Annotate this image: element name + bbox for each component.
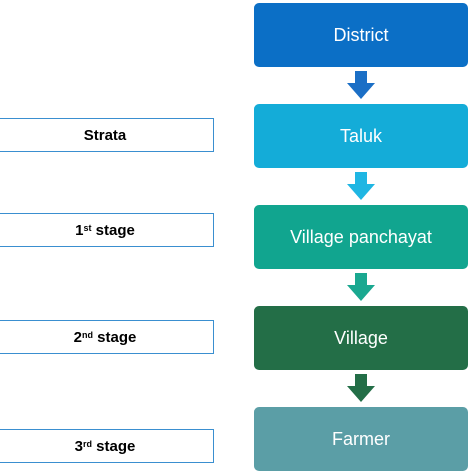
node-taluk-label: Taluk: [339, 125, 383, 146]
stage-1-suffix: st: [83, 223, 92, 233]
node-district-label: District: [333, 24, 389, 45]
node-village: Village: [254, 306, 468, 370]
node-farmer-label: Farmer: [332, 428, 390, 449]
stage-2-label: stage: [92, 328, 137, 346]
node-village-panchayat-label: Village panchayat: [290, 226, 432, 247]
stage-3-suffix: rd: [82, 439, 92, 449]
node-taluk: Taluk: [254, 104, 468, 168]
stage-strata: Strata: [0, 118, 214, 152]
node-village-label: Village: [334, 327, 388, 348]
node-district: District: [254, 3, 468, 67]
stage-3-label: stage: [91, 437, 136, 455]
node-farmer: Farmer: [254, 407, 468, 471]
stage-3-ordinal: 3: [74, 437, 83, 455]
node-village-panchayat: Village panchayat: [254, 205, 468, 269]
stage-1-ordinal: 1: [75, 221, 84, 239]
stage-1-label: stage: [91, 221, 135, 239]
stage-2-suffix: nd: [81, 330, 93, 340]
stage-2-ordinal: 2: [73, 328, 82, 346]
stage-strata-label: Strata: [83, 126, 127, 144]
